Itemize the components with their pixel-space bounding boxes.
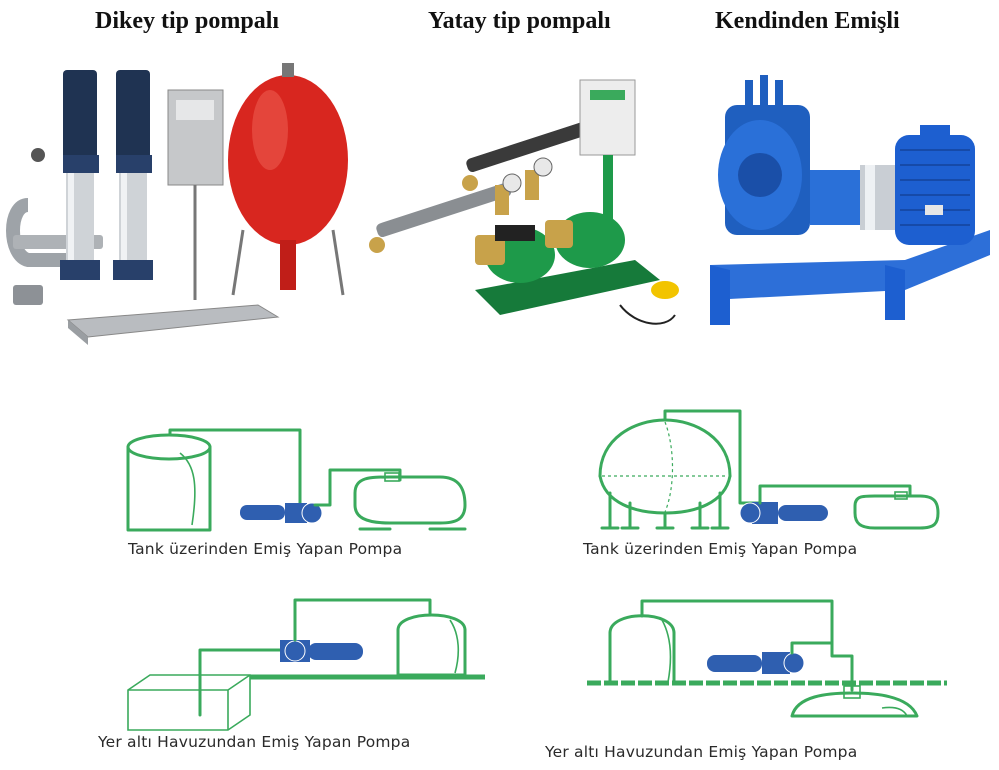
- title-selfpriming: Kendinden Emişli: [715, 8, 900, 34]
- self-priming-pump-image: [710, 75, 990, 325]
- diagram-tank-top-suction-right: [598, 409, 940, 530]
- diagram-underground-suction-left: [127, 598, 485, 731]
- caption-underground-1: Yer altı Havuzundan Emiş Yapan Pompa: [98, 733, 411, 751]
- caption-tank-top-1: Tank üzerinden Emiş Yapan Pompa: [128, 540, 403, 558]
- title-vertical: Dikey tip pompalı: [95, 8, 280, 34]
- caption-underground-2: Yer altı Havuzundan Emiş Yapan Pompa: [545, 743, 858, 761]
- diagram-tank-top-suction-left: [126, 428, 467, 532]
- title-horizontal: Yatay tip pompalı: [428, 8, 611, 34]
- horizontal-pump-set-image: [369, 79, 679, 325]
- vertical-pump-set-image: [6, 63, 348, 345]
- caption-tank-top-2: Tank üzerinden Emiş Yapan Pompa: [583, 540, 858, 558]
- diagram-underground-suction-right: [587, 599, 947, 718]
